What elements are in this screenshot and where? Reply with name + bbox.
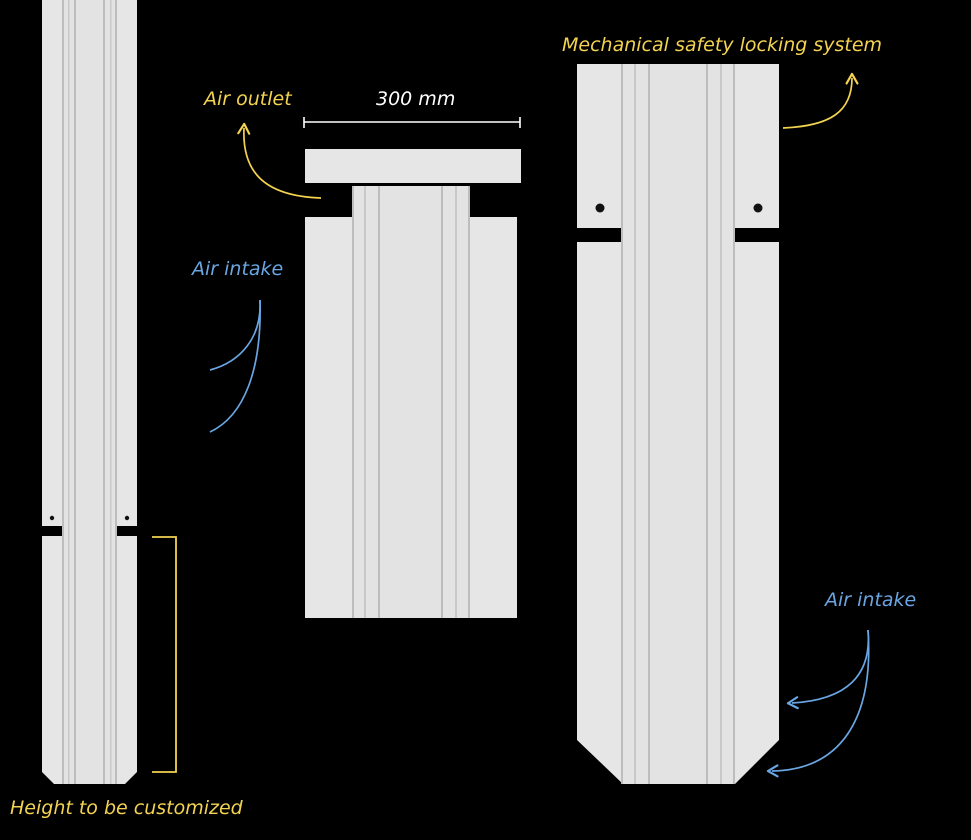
width-dimension-line xyxy=(303,117,521,128)
air-outlet-arrow xyxy=(237,122,322,199)
air-intake-left-arrow-1 xyxy=(209,299,261,371)
mechanical-lock-arrow xyxy=(782,72,859,129)
mechanical-lock-label: Mechanical safety locking system xyxy=(562,34,882,56)
lock-hole-right xyxy=(753,203,763,213)
left-tall-panel xyxy=(42,0,137,784)
air-outlet-label: Air outlet xyxy=(202,88,293,110)
air-intake-right-arrow-2 xyxy=(766,629,870,778)
height-bracket xyxy=(152,536,177,773)
air-intake-right-label: Air intake xyxy=(823,589,916,611)
air-intake-right-arrow-1 xyxy=(786,629,870,710)
width-dimension-label: 300 mm xyxy=(376,88,455,110)
middle-panel xyxy=(305,149,521,618)
right-panel xyxy=(577,64,779,784)
lock-hole-right xyxy=(124,515,130,521)
air-intake-left-arrow-2 xyxy=(209,299,261,433)
height-custom-label: Height to be customized xyxy=(10,797,244,819)
lock-hole-left xyxy=(595,203,605,213)
lock-hole-left xyxy=(49,515,55,521)
air-intake-left-label: Air intake xyxy=(190,258,283,280)
outlet-cap xyxy=(305,149,521,183)
